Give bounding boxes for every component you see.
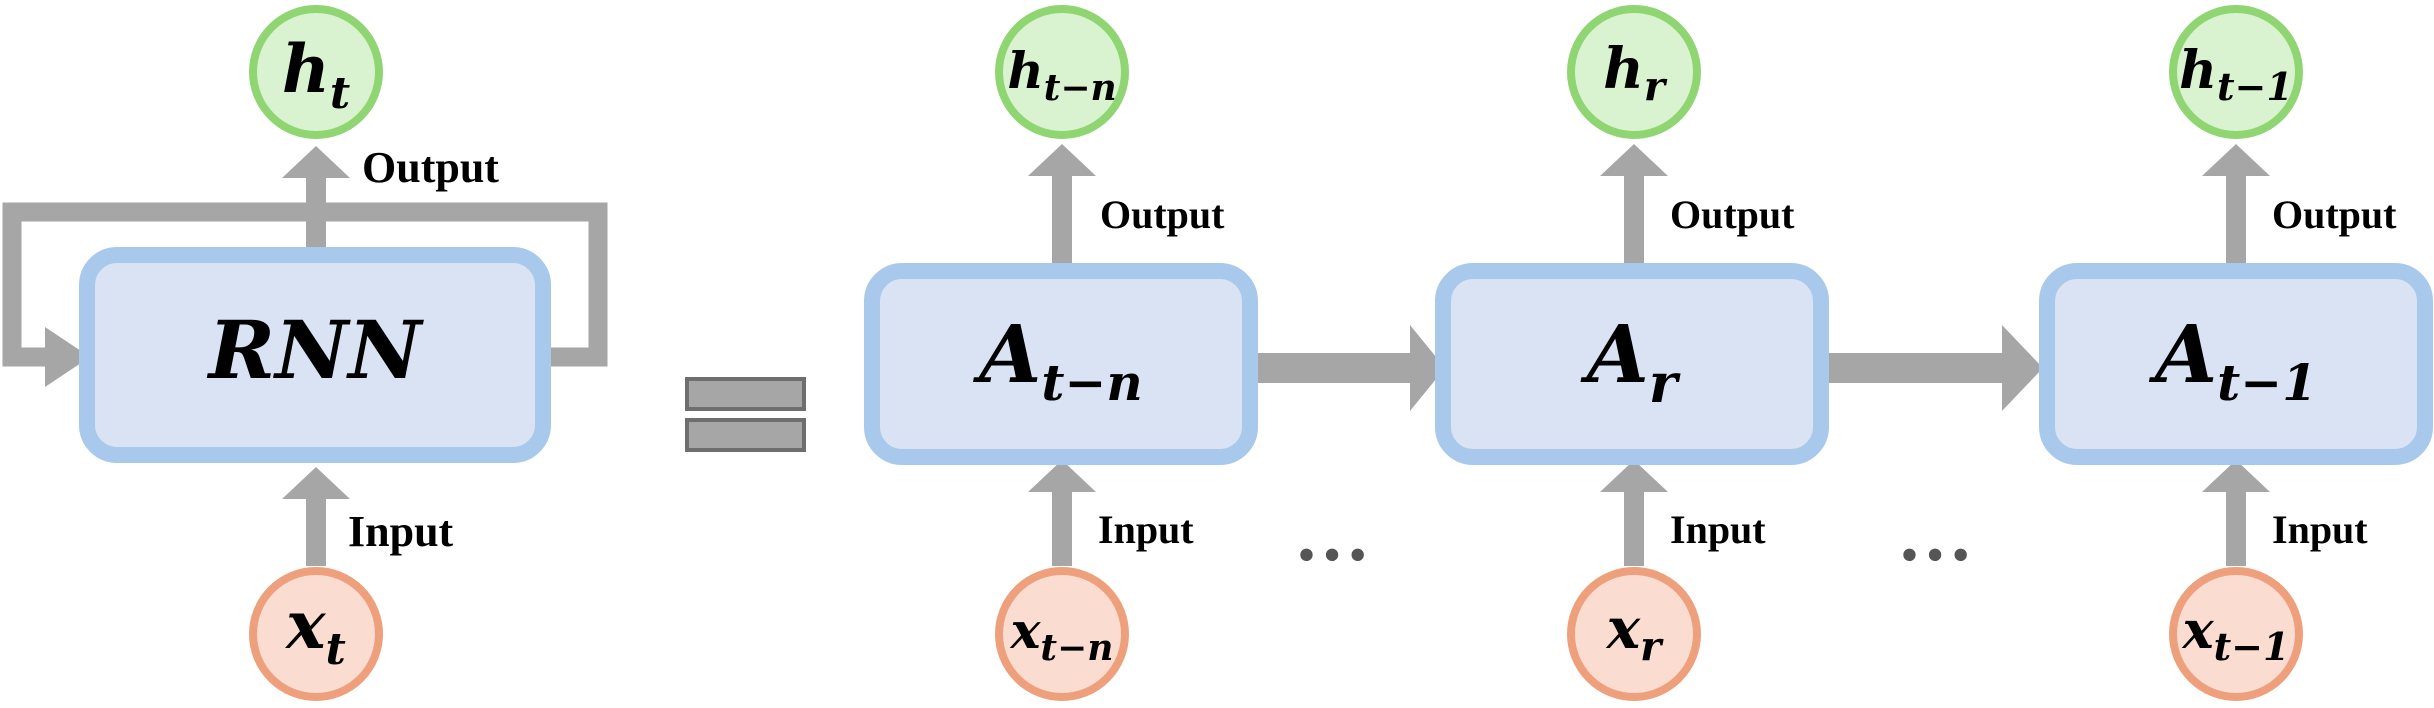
equals-bar-bottom <box>685 418 806 452</box>
folded-rnn: RNN ht Output xt Input <box>2 5 608 701</box>
ellipsis-1: … <box>1294 493 1370 577</box>
input-node-x <box>2169 567 2303 701</box>
output-arrow-shaft <box>1052 172 1072 267</box>
output-arrow-shaft <box>1624 172 1644 267</box>
cell-label: At−1 <box>2148 307 2317 412</box>
cell-box <box>1435 263 1829 465</box>
unfolded-cell-2: Ar hr Output xr Input <box>1435 5 1829 701</box>
cell-label: Ar <box>1580 307 1681 415</box>
input-label: Input <box>2272 507 2368 552</box>
input-node-x-label: xt <box>284 586 346 675</box>
cell-box <box>2039 263 2433 465</box>
input-node-x <box>249 567 383 701</box>
output-arrow-shaft <box>306 172 326 252</box>
output-arrow-head <box>282 146 350 178</box>
output-node-h <box>1567 5 1701 139</box>
rnn-cell-box <box>79 247 551 463</box>
input-label: Input <box>348 507 454 556</box>
rnn-cell-label: RNN <box>207 303 425 397</box>
equals-sign <box>685 377 806 452</box>
chain-arrows <box>1255 325 2043 411</box>
recurrent-loop-arrowhead <box>45 327 90 387</box>
input-arrow-head <box>2202 460 2270 492</box>
chain-arrow-1-shaft <box>1255 353 1415 383</box>
input-label: Input <box>1670 507 1766 552</box>
output-node-h-label: hr <box>1603 36 1668 110</box>
recurrent-loop-arrow <box>2 202 608 367</box>
input-arrow-head <box>1028 460 1096 492</box>
output-label: Output <box>2272 192 2397 237</box>
cell-label: At−n <box>972 307 1142 412</box>
output-node-h-label: ht−1 <box>2179 40 2293 109</box>
input-node-x <box>1567 567 1701 701</box>
input-node-x-label: xt−1 <box>2182 600 2290 669</box>
chain-arrow-1-head <box>1410 325 1445 411</box>
output-node-h-label: ht−n <box>1007 41 1116 109</box>
unfolded-cell-3: At−1 ht−1 Output xt−1 Input <box>2039 5 2433 701</box>
output-node-h <box>249 5 383 139</box>
output-arrow-head <box>2202 144 2270 176</box>
ellipsis-2: … <box>1897 493 1973 577</box>
output-arrow-head <box>1028 144 1096 176</box>
input-arrow-shaft <box>2226 488 2246 566</box>
input-arrow-shaft <box>306 496 326 566</box>
input-label: Input <box>1098 507 1194 552</box>
output-node-h <box>995 5 1129 139</box>
chain-arrow-2-head <box>2002 325 2043 411</box>
input-arrow-head <box>1600 460 1668 492</box>
input-arrow-shaft <box>1624 488 1644 566</box>
input-node-x-label: xr <box>1606 596 1664 670</box>
input-node-x <box>995 567 1129 701</box>
cell-box <box>864 263 1258 465</box>
output-node-h <box>2169 5 2303 139</box>
output-label: Output <box>362 143 499 192</box>
output-arrow-shaft <box>2226 172 2246 267</box>
output-label: Output <box>1670 192 1795 237</box>
input-arrow-shaft <box>1052 488 1072 566</box>
equals-bar-top <box>685 377 806 411</box>
output-arrow-head <box>1600 144 1668 176</box>
chain-arrow-2-shaft <box>1825 353 2005 383</box>
output-node-h-label: ht <box>282 30 350 119</box>
unfolded-cell-1: At−n ht−n Output xt−n Input <box>864 5 1258 701</box>
output-label: Output <box>1100 192 1225 237</box>
input-node-x-label: xt−n <box>1010 601 1114 669</box>
input-arrow-head <box>282 467 350 499</box>
